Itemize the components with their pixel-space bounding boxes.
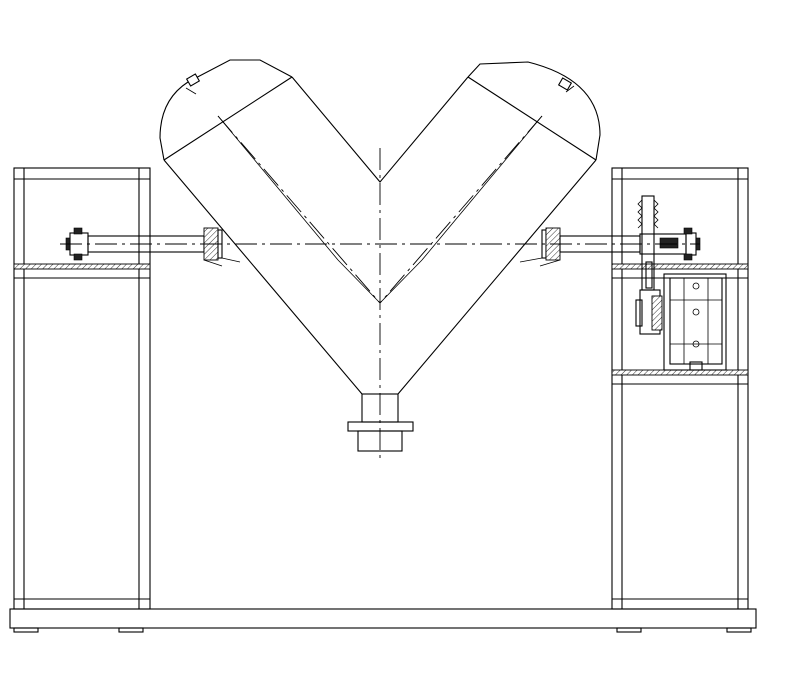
drive-pulley xyxy=(635,195,663,335)
center-lines xyxy=(60,115,700,460)
right-shaft xyxy=(519,227,701,267)
discharge-valve xyxy=(347,393,414,452)
base-frame xyxy=(9,608,757,633)
v-shaped-vessel xyxy=(159,59,601,395)
gear-motor xyxy=(663,273,727,371)
right-support-frame xyxy=(611,167,749,610)
left-shaft xyxy=(65,227,241,267)
left-support-frame xyxy=(13,167,151,610)
